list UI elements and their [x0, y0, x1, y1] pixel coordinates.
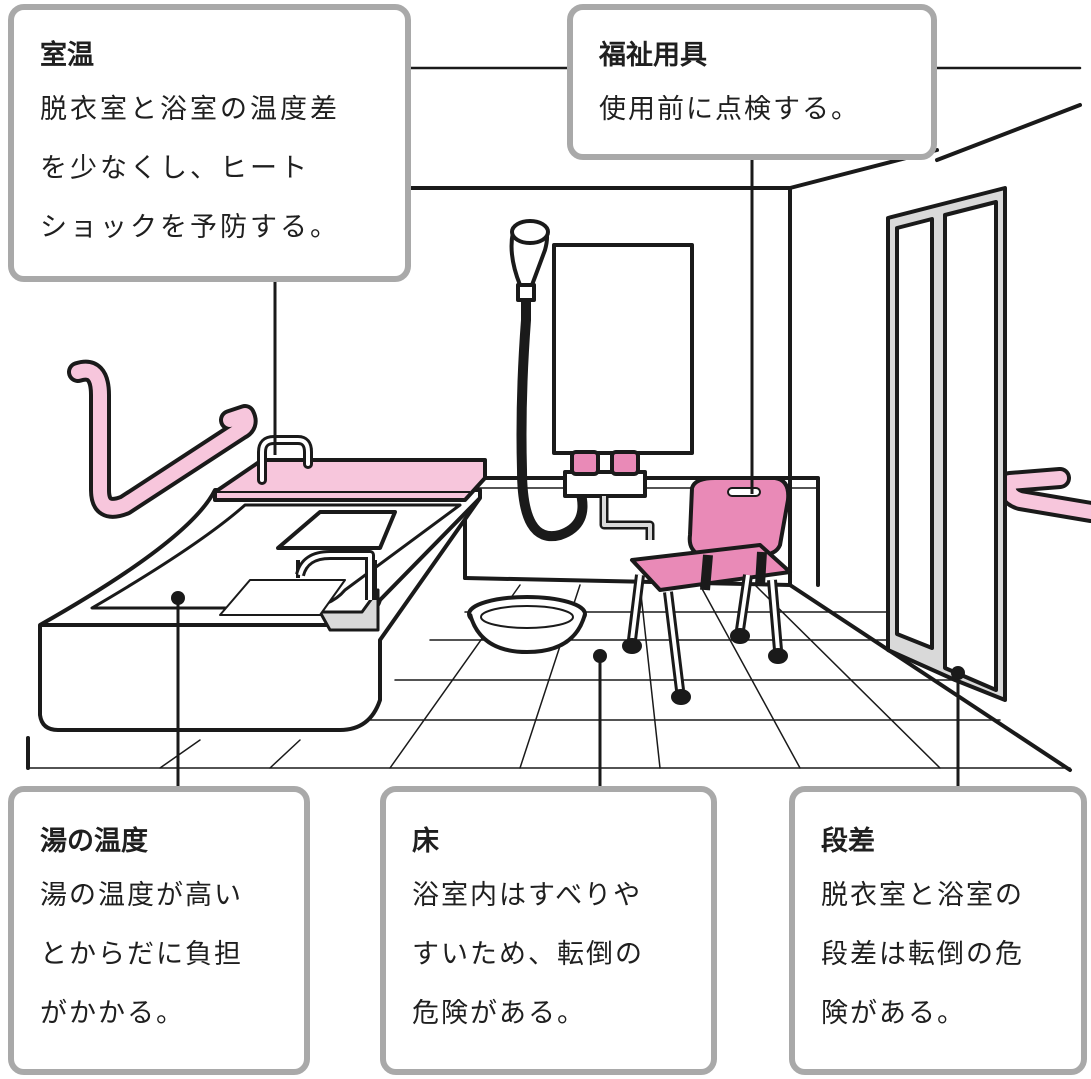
callout-line: とからだに負担: [40, 939, 243, 970]
callout-body: 浴室内はすべりや すいため、転倒の 危険がある。: [412, 866, 693, 1043]
callout-room-temperature: 室温 脱衣室と浴室の温度差 を少なくし、ヒート ショックを予防する。: [8, 4, 411, 282]
callout-line: がかかる。: [40, 998, 185, 1029]
callout-body: 使用前に点検する。: [599, 80, 909, 139]
callout-water-temperature: 湯の温度 湯の温度が高い とからだに負担 がかかる。: [8, 786, 310, 1075]
callout-line: 浴室内はすべりや: [412, 880, 643, 911]
callout-step: 段差 脱衣室と浴室の 段差は転倒の危 険がある。: [789, 786, 1087, 1075]
callout-line: を少なくし、ヒート: [40, 153, 310, 184]
callout-line: 脱衣室と浴室の温度差: [40, 94, 340, 125]
callout-title: 床: [412, 826, 439, 857]
callout-title: 段差: [821, 826, 875, 857]
callout-title: 湯の温度: [40, 826, 148, 857]
callout-floor: 床 浴室内はすべりや すいため、転倒の 危険がある。: [380, 786, 717, 1075]
callout-body: 湯の温度が高い とからだに負担 がかかる。: [40, 866, 282, 1043]
callout-line: 険がある。: [821, 998, 966, 1029]
callout-line: 使用前に点検する。: [599, 94, 860, 125]
callout-line: すいため、転倒の: [412, 939, 644, 970]
callout-line: 危険がある。: [412, 998, 586, 1029]
callout-line: 段差は転倒の危: [821, 939, 1024, 970]
callout-title: 福祉用具: [599, 40, 707, 71]
callout-line: 湯の温度が高い: [40, 880, 243, 911]
callout-body: 脱衣室と浴室の温度差 を少なくし、ヒート ショックを予防する。: [40, 80, 383, 257]
callout-welfare-equipment: 福祉用具 使用前に点検する。: [567, 4, 937, 160]
callout-line: 脱衣室と浴室の: [821, 880, 1024, 911]
callout-body: 脱衣室と浴室の 段差は転倒の危 険がある。: [821, 866, 1065, 1043]
callout-title: 室温: [40, 40, 94, 71]
callout-line: ショックを予防する。: [40, 212, 340, 243]
